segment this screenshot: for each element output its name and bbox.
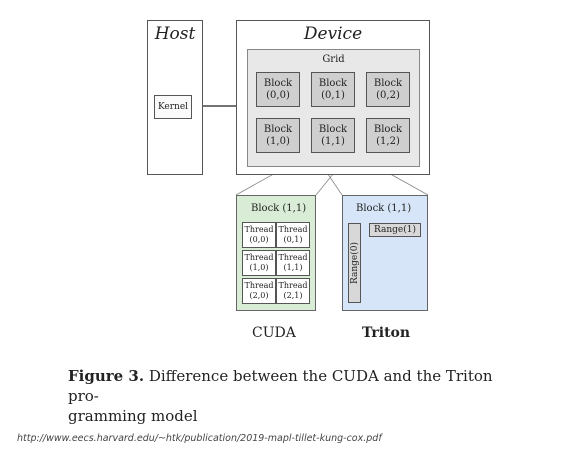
thread-name: Thread — [244, 225, 274, 234]
caption-text-line2: gramming model — [68, 407, 198, 425]
thread-index: (1,1) — [283, 263, 303, 272]
triton-label: Triton — [362, 325, 411, 341]
thread-1-0: Thread (1,0) — [242, 250, 276, 276]
block-index: (0,0) — [266, 89, 290, 101]
triton-panel-title: Block (1,1) — [356, 203, 412, 214]
grid-label: Grid — [322, 54, 345, 65]
figure-label: Figure 3. — [68, 367, 145, 385]
source-url: http://www.eecs.harvard.edu/~htk/publica… — [17, 433, 382, 444]
block-name: Block — [373, 77, 403, 89]
kernel-box: Kernel — [154, 95, 192, 119]
block-1-0: Block (1,0) — [256, 118, 300, 153]
cuda-panel-title: Block (1,1) — [251, 203, 307, 214]
block-index: (1,0) — [266, 135, 290, 147]
thread-name: Thread — [278, 225, 308, 234]
block-index: (1,2) — [376, 135, 400, 147]
block-index: (1,1) — [321, 135, 345, 147]
block-1-1: Block (1,1) — [311, 118, 355, 153]
thread-index: (0,0) — [249, 235, 269, 244]
thread-name: Thread — [278, 253, 308, 262]
block-name: Block — [318, 77, 348, 89]
range-vertical-label: Range(0) — [349, 242, 360, 284]
block-name: Block — [263, 123, 293, 135]
thread-0-0: Thread (0,0) — [242, 222, 276, 248]
thread-name: Thread — [278, 281, 308, 290]
block-0-2: Block (0,2) — [366, 72, 410, 107]
thread-0-1: Thread (0,1) — [276, 222, 310, 248]
block-0-1: Block (0,1) — [311, 72, 355, 107]
thread-index: (1,0) — [249, 263, 269, 272]
cuda-label: CUDA — [252, 325, 296, 341]
device-title: Device — [303, 24, 363, 44]
block-0-0: Block (0,0) — [256, 72, 300, 107]
thread-name: Thread — [244, 281, 274, 290]
thread-2-1: Thread (2,1) — [276, 278, 310, 304]
block-1-2: Block (1,2) — [366, 118, 410, 153]
figure-caption: Figure 3. Difference between the CUDA an… — [68, 366, 528, 426]
thread-1-1: Thread (1,1) — [276, 250, 310, 276]
block-name: Block — [373, 123, 403, 135]
thread-index: (2,1) — [283, 291, 303, 300]
caption-text: Difference between the CUDA and the Trit… — [68, 367, 493, 405]
range-horizontal: Range(1) — [369, 223, 421, 237]
thread-2-0: Thread (2,0) — [242, 278, 276, 304]
block-name: Block — [263, 77, 293, 89]
thread-index: (0,1) — [283, 235, 303, 244]
host-title: Host — [154, 24, 196, 44]
block-name: Block — [318, 123, 348, 135]
block-index: (0,2) — [376, 89, 400, 101]
thread-index: (2,0) — [249, 291, 269, 300]
thread-name: Thread — [244, 253, 274, 262]
block-index: (0,1) — [321, 89, 345, 101]
range-vertical: Range(0) — [348, 223, 361, 303]
